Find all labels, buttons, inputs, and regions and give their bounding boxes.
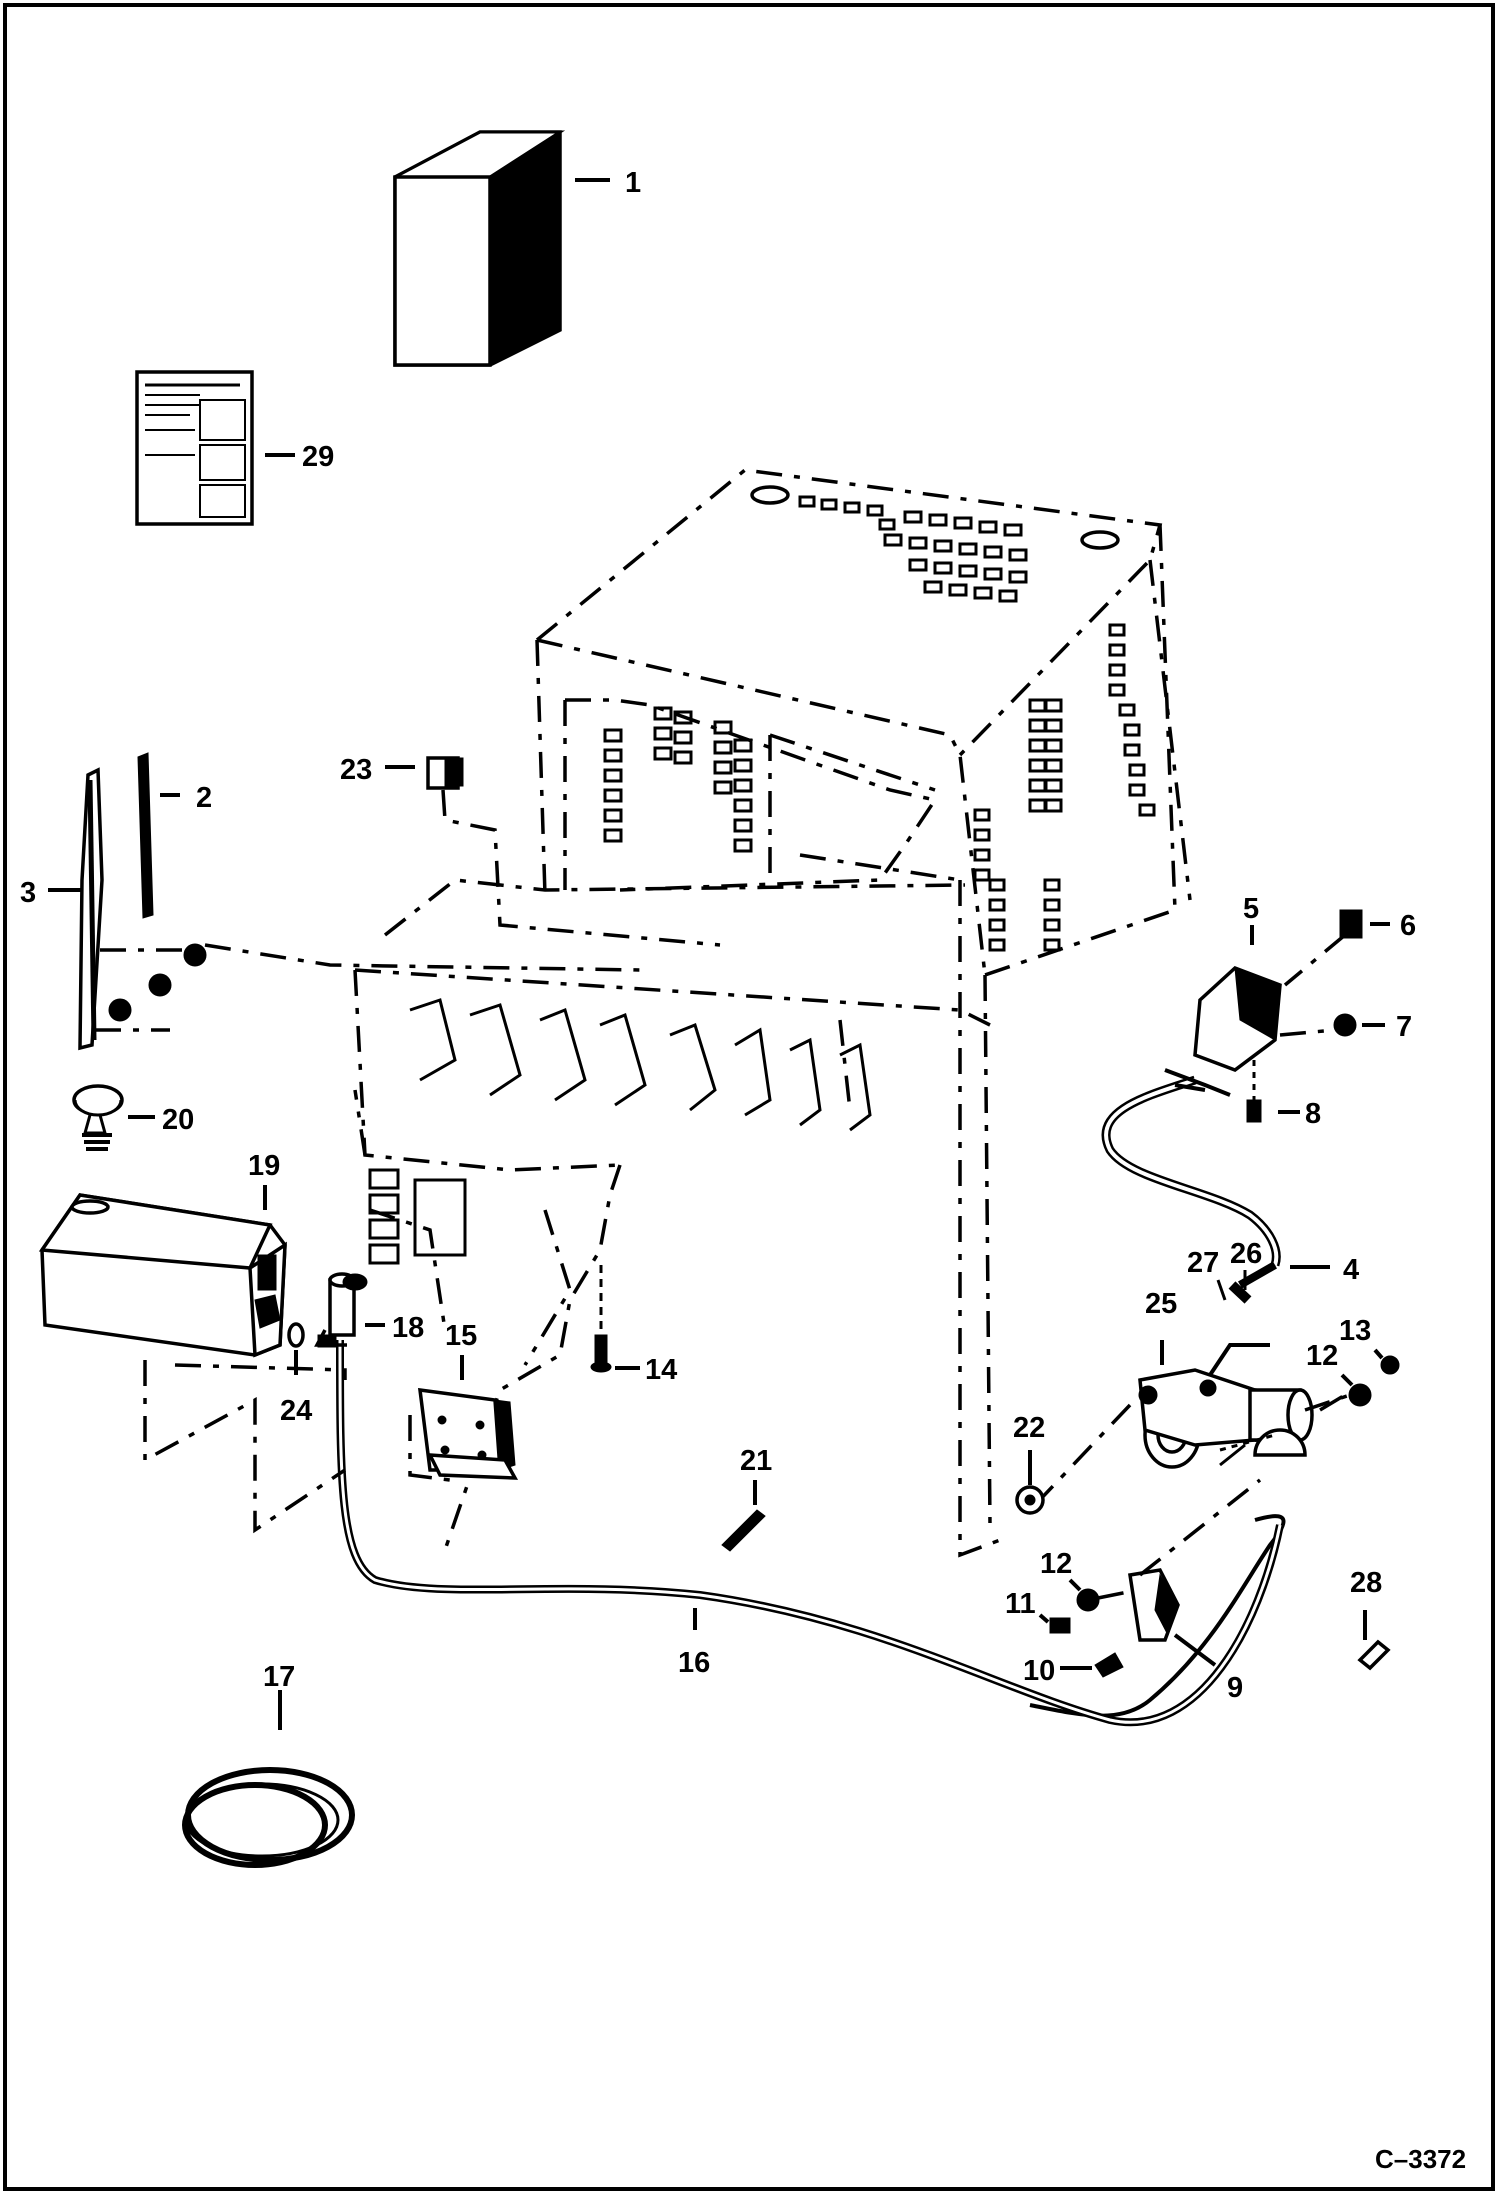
part-25-motor <box>1033 1340 1346 1507</box>
part-8-screw <box>1246 1060 1300 1123</box>
callout-22: 22 <box>1013 1412 1045 1444</box>
part-16-hose <box>336 1339 1284 1727</box>
part-29-decal-sheet <box>135 370 295 526</box>
part-9-bracket <box>1029 1478 1286 1718</box>
part-20-cap <box>72 1084 155 1151</box>
callout-11: 11 <box>1005 1588 1036 1620</box>
callout-28: 28 <box>1350 1567 1382 1599</box>
part-24-grommet <box>287 1322 305 1375</box>
callout-10: 10 <box>1023 1655 1055 1687</box>
wiper-nuts <box>108 943 641 1022</box>
part-22-nut <box>1015 1450 1045 1515</box>
part-23-switch <box>385 756 721 947</box>
callout-14: 14 <box>645 1354 677 1386</box>
figure-code: C–3372 <box>1375 2144 1466 2174</box>
part-12-nut-lower <box>1068 1578 1129 1612</box>
callout-26: 26 <box>1230 1238 1262 1270</box>
callout-4: 4 <box>1343 1254 1359 1286</box>
callout-23: 23 <box>340 754 372 786</box>
callout-25: 25 <box>1145 1288 1177 1320</box>
callout-17: 17 <box>263 1661 295 1693</box>
callout-20: 20 <box>162 1104 194 1136</box>
part-10-screw <box>1060 1652 1124 1678</box>
part-5-bracket <box>1193 925 1282 1072</box>
part-4-harness <box>1101 1068 1330 1289</box>
callout-12-upper: 12 <box>1306 1340 1338 1372</box>
callout-12-lower: 12 <box>1040 1548 1072 1580</box>
callout-2: 2 <box>196 782 212 814</box>
part-1-box <box>393 130 610 367</box>
part-28-clip <box>1357 1610 1391 1671</box>
part-15-bracket <box>408 1355 519 1482</box>
callout-9: 9 <box>1227 1672 1243 1704</box>
callout-27: 27 <box>1187 1247 1219 1279</box>
callout-24: 24 <box>280 1395 312 1427</box>
callout-16: 16 <box>678 1647 710 1679</box>
part-21-pin <box>721 1480 766 1552</box>
part-2-wiper-blade <box>137 752 180 919</box>
callout-19: 19 <box>248 1150 280 1182</box>
callout-7: 7 <box>1396 1011 1412 1043</box>
page-border <box>3 3 1495 2191</box>
part-18-pump <box>314 1272 385 1348</box>
callout-8: 8 <box>1305 1098 1321 1130</box>
callout-18: 18 <box>392 1312 424 1344</box>
callout-5: 5 <box>1243 893 1259 925</box>
cab-outline <box>353 468 1192 1558</box>
callout-21: 21 <box>740 1445 772 1477</box>
callout-29: 29 <box>302 441 334 473</box>
part-11-screw <box>1038 1613 1071 1634</box>
part-19-reservoir <box>38 1185 347 1534</box>
part-26-27-connector <box>1216 1270 1252 1304</box>
part-14-screw <box>590 1265 640 1373</box>
callout-6: 6 <box>1400 910 1416 942</box>
part-3-wiper-arm <box>48 767 210 1051</box>
part-17-hose-coil <box>182 1690 355 1868</box>
callout-3: 3 <box>20 877 36 909</box>
callout-15: 15 <box>445 1320 477 1352</box>
part-7-nut <box>1279 1013 1385 1037</box>
part-12-13-nut <box>1304 1348 1400 1412</box>
callout-1: 1 <box>625 167 641 199</box>
callout-13: 13 <box>1339 1315 1371 1347</box>
part-6-knob <box>1283 909 1390 987</box>
